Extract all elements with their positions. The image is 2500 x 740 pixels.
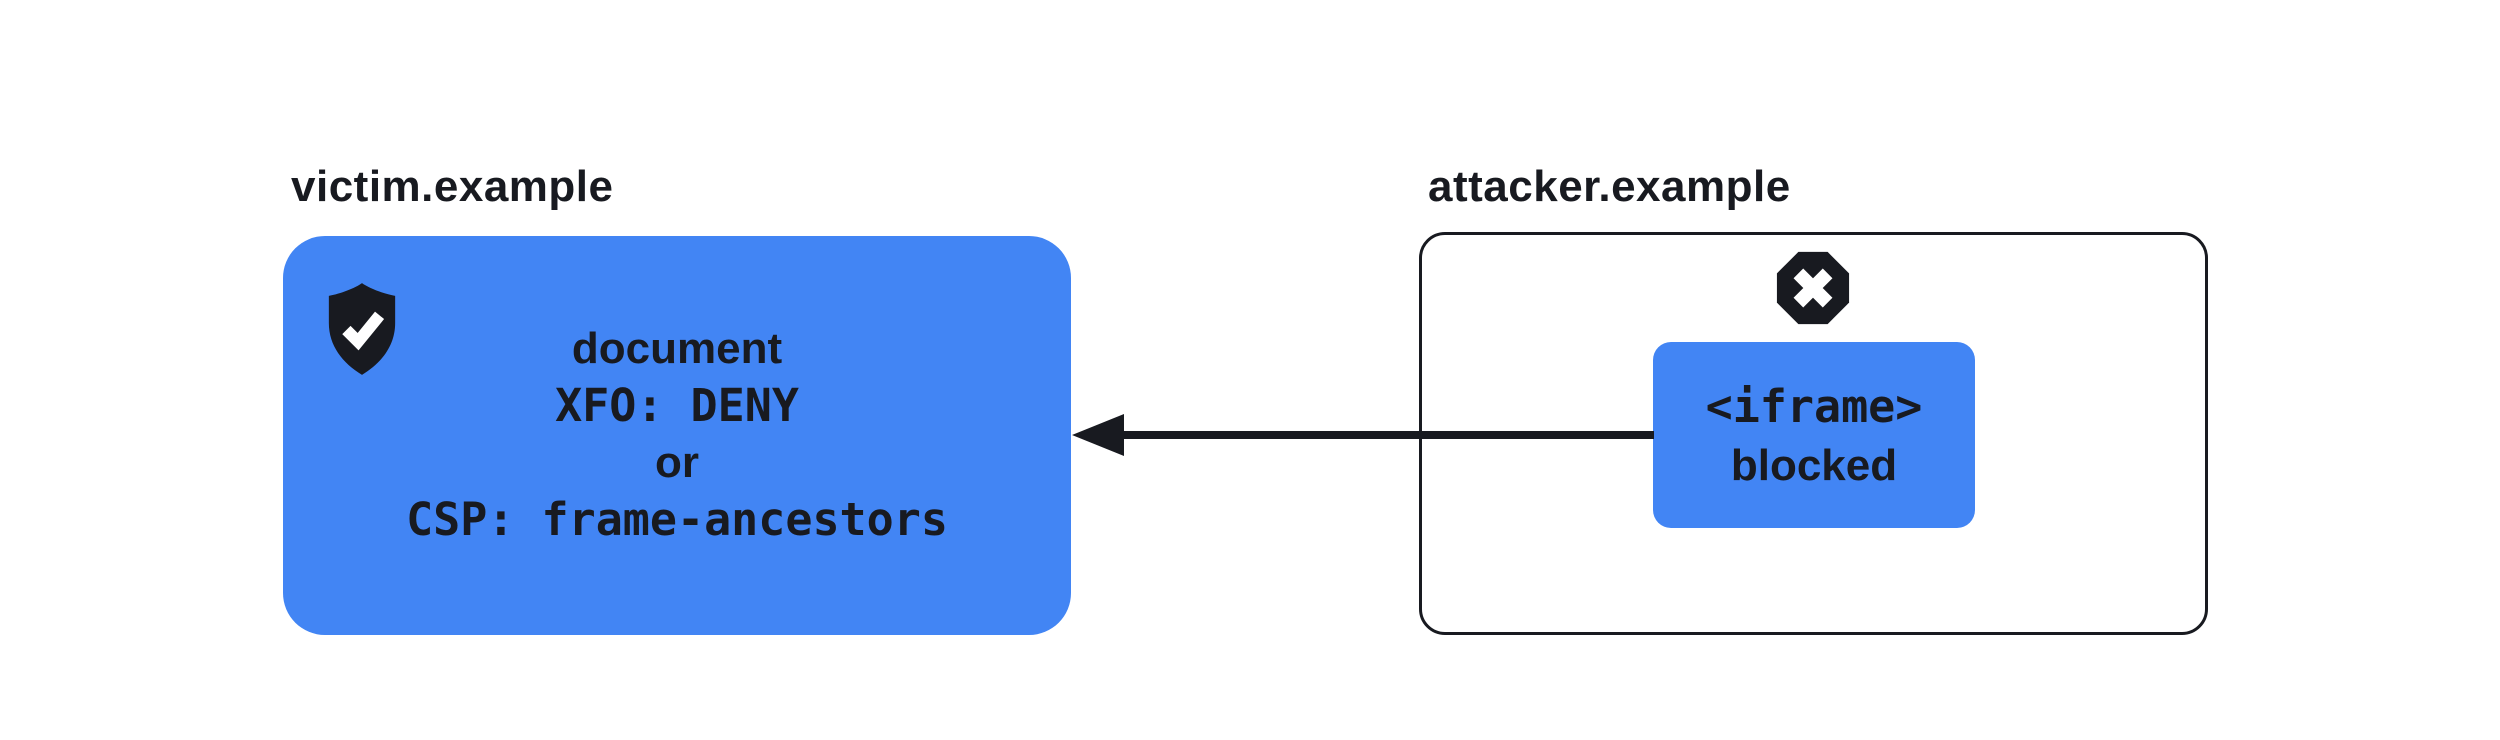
attacker-domain-label: attacker.example [1428,162,1791,211]
victim-text-line-csp-frame-ancestors: CSP: frame-ancestors [406,493,948,546]
shield-check-icon [323,281,401,377]
blocked-x-octagon-icon [1774,248,1852,328]
victim-document-box: document XFO: DENY or CSP: frame-ancesto… [283,236,1071,635]
iframe-blocked-text: blocked [1730,440,1898,490]
victim-text-line-document: document [571,323,783,373]
blocked-request-arrow-line [1112,431,1654,439]
victim-headers-text: document XFO: DENY or CSP: frame-ancesto… [283,320,1071,548]
blocked-iframe-box: <iframe> blocked [1653,342,1975,528]
victim-text-line-or: or [655,437,699,487]
iframe-tag-text: <iframe> [1705,380,1923,433]
victim-domain-label: victim.example [291,162,614,211]
victim-text-line-xfo-deny: XFO: DENY [555,379,799,432]
blocked-request-arrow-head [1072,414,1124,456]
